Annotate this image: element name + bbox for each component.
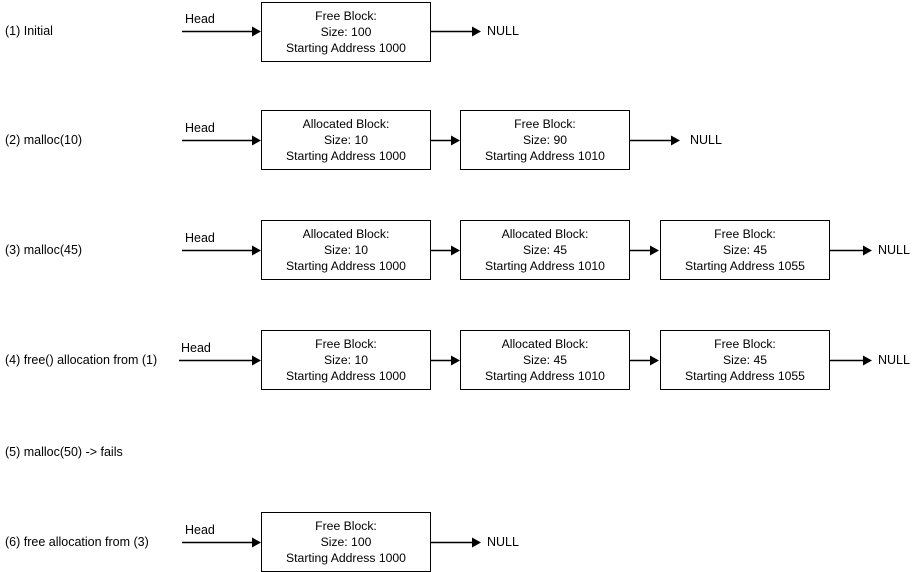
block-kind-line: Free Block: [714, 227, 776, 241]
head-pointer-label-2: Head [185, 121, 215, 135]
block-address-line: Starting Address 1010 [485, 149, 605, 163]
memory-block: Allocated Block: Size: 45 Starting Addre… [460, 220, 630, 280]
block-size-line: Size: 100 [320, 25, 372, 39]
null-terminator-label-3: NULL [878, 243, 910, 257]
memory-block: Free Block: Size: 45 Starting Address 10… [660, 220, 830, 280]
null-terminator-label-1: NULL [487, 24, 519, 38]
block-address-line: Starting Address 1000 [286, 41, 406, 55]
diagram-row-3: (3) malloc(45) Head Allocated Block: Siz… [0, 218, 921, 308]
block-address-line: Starting Address 1055 [685, 259, 805, 273]
null-terminator-label-6: NULL [487, 535, 519, 549]
block-kind-line: Allocated Block: [501, 227, 589, 241]
head-pointer-label-4: Head [181, 341, 211, 355]
block-kind-line: Allocated Block: [302, 117, 390, 131]
step-label-2: (2) malloc(10) [5, 133, 83, 147]
step-label-1: (1) Initial [5, 24, 53, 38]
block-kind-line: Free Block: [514, 117, 576, 131]
block-address-line: Starting Address 1000 [286, 259, 406, 273]
block-address-line: Starting Address 1010 [485, 259, 605, 273]
block-kind-line: Free Block: [315, 9, 377, 23]
head-arrow-1 [182, 26, 261, 37]
head-arrow-3 [182, 245, 261, 256]
head-pointer-label-6: Head [185, 523, 215, 537]
next-pointer-arrow-to-null-3 [830, 245, 872, 256]
block-size-line: Size: 90 [522, 133, 568, 147]
diagram-row-4: (4) free() allocation from (1) Head Free… [0, 328, 921, 418]
head-arrow-6 [182, 537, 261, 548]
diagram-row-2: (2) malloc(10) Head Allocated Block: Siz… [0, 108, 921, 198]
block-size-line: Size: 45 [522, 243, 568, 257]
memory-block: Free Block: Size: 45 Starting Address 10… [660, 330, 830, 390]
memory-block: Free Block: Size: 100 Starting Address 1… [261, 512, 431, 572]
head-arrow-4 [179, 355, 261, 366]
head-pointer-label-3: Head [185, 231, 215, 245]
block-kind-line: Free Block: [315, 519, 377, 533]
block-size-line: Size: 10 [323, 243, 369, 257]
next-pointer-arrow-4a [431, 355, 460, 366]
memory-block: Free Block: Size: 10 Starting Address 10… [261, 330, 431, 390]
block-address-line: Starting Address 1055 [685, 369, 805, 383]
next-pointer-arrow-2a [431, 135, 460, 146]
block-kind-line: Allocated Block: [501, 337, 589, 351]
next-pointer-arrow-to-null-6 [431, 537, 481, 548]
memory-block: Free Block: Size: 100 Starting Address 1… [261, 2, 431, 62]
memory-block: Allocated Block: Size: 45 Starting Addre… [460, 330, 630, 390]
block-address-line: Starting Address 1010 [485, 369, 605, 383]
next-pointer-arrow-to-null-1 [431, 26, 481, 37]
null-terminator-label-4: NULL [878, 353, 910, 367]
step-label-6: (6) free allocation from (3) [5, 535, 149, 549]
next-pointer-arrow-3a [431, 245, 460, 256]
null-terminator-label-2: NULL [690, 133, 722, 147]
block-address-line: Starting Address 1000 [286, 551, 406, 565]
block-address-line: Starting Address 1000 [286, 369, 406, 383]
diagram-row-6: (6) free allocation from (3) Head Free B… [0, 510, 921, 572]
head-pointer-label-1: Head [185, 12, 215, 26]
block-kind-line: Free Block: [714, 337, 776, 351]
diagram-row-1: (1) Initial Head Free Block: Size: 100 S… [0, 0, 921, 90]
next-pointer-arrow-4b [630, 355, 659, 366]
memory-block: Allocated Block: Size: 10 Starting Addre… [261, 220, 431, 280]
memory-block: Allocated Block: Size: 10 Starting Addre… [261, 110, 431, 170]
block-size-line: Size: 10 [323, 353, 369, 367]
block-kind-line: Allocated Block: [302, 227, 390, 241]
block-size-line: Size: 10 [323, 133, 369, 147]
block-kind-line: Free Block: [315, 337, 377, 351]
block-address-line: Starting Address 1000 [286, 149, 406, 163]
step-label-5: (5) malloc(50) -> fails [5, 445, 123, 459]
block-size-line: Size: 100 [320, 535, 372, 549]
head-arrow-2 [182, 135, 261, 146]
next-pointer-arrow-3b [630, 245, 659, 256]
next-pointer-arrow-to-null-2 [630, 135, 680, 146]
step-label-4: (4) free() allocation from (1) [5, 353, 158, 367]
diagram-row-5: (5) malloc(50) -> fails [0, 440, 921, 470]
next-pointer-arrow-to-null-4 [830, 355, 872, 366]
block-size-line: Size: 45 [722, 353, 768, 367]
block-size-line: Size: 45 [522, 353, 568, 367]
step-label-3: (3) malloc(45) [5, 243, 83, 257]
memory-block: Free Block: Size: 90 Starting Address 10… [460, 110, 630, 170]
block-size-line: Size: 45 [722, 243, 768, 257]
